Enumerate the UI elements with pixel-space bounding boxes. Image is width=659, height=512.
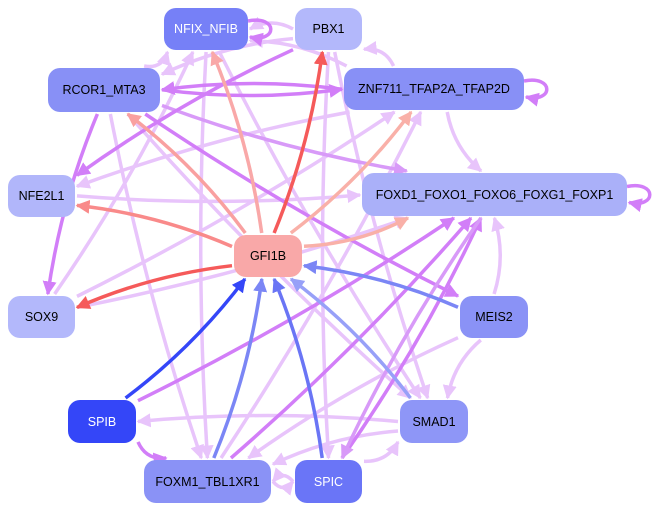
edge-PBX1-to-NFE2L1 <box>75 48 294 177</box>
edge-FOXM1_TBL1XR1-to-SPIC <box>271 480 295 496</box>
edge-SPIC-to-SMAD1 <box>363 440 400 464</box>
node-gfi1b[interactable]: GFI1B <box>234 235 302 277</box>
edge-SPIB-to-FOXD1_FOXO1_FOXO6_FOXG1_FOXP1 <box>137 216 456 403</box>
node-label: SPIB <box>87 414 117 429</box>
node-label: MEIS2 <box>475 310 513 324</box>
edge-ZNF711_TFAP2A_TFAP2D-to-PBX1 <box>362 41 396 67</box>
edge-SPIB-to-GFI1B <box>124 277 247 400</box>
node-label: FOXD1_FOXO1_FOXO6_FOXG1_FOXP1 <box>375 187 614 202</box>
edge-GFI1B-to-NFE2L1 <box>75 199 233 249</box>
node-znf711_tfap2a_tfap2d[interactable]: ZNF711_TFAP2A_TFAP2D <box>344 68 524 110</box>
edge-PBX1-to-RCOR1_MTA3 <box>160 36 294 76</box>
node-rcor1_mta3[interactable]: RCOR1_MTA3 <box>48 68 160 112</box>
edge-SPIC-to-FOXM1_TBL1XR1 <box>271 467 295 483</box>
node-spic[interactable]: SPIC <box>295 460 362 503</box>
node-smad1[interactable]: SMAD1 <box>400 400 468 443</box>
node-label: NFE2L1 <box>18 189 65 203</box>
edge-SPIB-to-FOXM1_TBL1XR1 <box>136 441 168 467</box>
edge-RCOR1_MTA3-to-MEIS2 <box>144 112 460 298</box>
node-label: FOXM1_TBL1XR1 <box>155 474 260 489</box>
edge-GFI1B-to-RCOR1_MTA3 <box>126 112 247 235</box>
edge-RCOR1_MTA3-to-NFIX_NFIB <box>143 50 171 69</box>
self-loop-FOXD1_FOXO1_FOXO6_FOXG1_FOXP1 <box>626 183 652 212</box>
edge-GFI1B-to-SOX9 <box>75 263 233 310</box>
edge-RCOR1_MTA3-to-FOXM1_TBL1XR1 <box>108 113 204 460</box>
node-label: SPIC <box>313 474 344 489</box>
node-spib[interactable]: SPIB <box>68 400 136 443</box>
edge-GFI1B-to-PBX1 <box>272 50 328 234</box>
node-foxd1_foxo1_foxo6_foxg1_foxp1[interactable]: FOXD1_FOXO1_FOXO6_FOXG1_FOXP1 <box>362 173 627 216</box>
self-loop-NFIX_NFIB <box>247 18 273 47</box>
edge-SOX9-to-NFIX_NFIB <box>53 50 195 295</box>
edge-MEIS2-to-FOXM1_TBL1XR1 <box>247 336 459 460</box>
edge-ZNF711_TFAP2A_TFAP2D-to-RCOR1_MTA3 <box>160 81 343 96</box>
edge-PBX1-to-SPIC <box>320 51 335 460</box>
node-label: PBX1 <box>312 22 345 36</box>
node-label: SMAD1 <box>412 414 456 429</box>
edge-FOXM1_TBL1XR1-to-GFI1B <box>212 277 268 459</box>
edge-SOX9-to-ZNF711_TFAP2A_TFAP2D <box>76 110 396 298</box>
edge-FOXM1_TBL1XR1-to-ZNF711_TFAP2A_TFAP2D <box>219 110 423 459</box>
edge-GFI1B-to-ZNF711_TFAP2A_TFAP2D <box>289 110 413 235</box>
node-label: SOX9 <box>24 310 59 324</box>
node-meis2[interactable]: MEIS2 <box>460 296 528 338</box>
edge-SPIC-to-FOXD1_FOXO1_FOXO6_FOXG1_FOXP1 <box>340 216 483 460</box>
node-label: GFI1B <box>249 249 287 263</box>
edge-SMAD1-to-GFI1B <box>289 277 412 400</box>
edge-ZNF711_TFAP2A_TFAP2D-to-FOXD1_FOXO1_FOXO6_FOXG1_FOXP1 <box>445 111 483 173</box>
edge-MEIS2-to-FOXD1_FOXO1_FOXO6_FOXG1_FOXP1 <box>491 216 505 295</box>
node-sox9[interactable]: SOX9 <box>8 296 75 338</box>
node-pbx1[interactable]: PBX1 <box>295 8 362 50</box>
edge-RCOR1_MTA3-to-FOXD1_FOXO1_FOXO6_FOXG1_FOXP1 <box>161 103 409 176</box>
node-nfix_nfib[interactable]: NFIX_NFIB <box>164 8 248 50</box>
edge-FOXD1_FOXO1_FOXO6_FOXG1_FOXP1-to-SPIC <box>340 216 483 460</box>
edge-MEIS2-to-SMAD1 <box>442 338 482 400</box>
edge-GFI1B-to-FOXD1_FOXO1_FOXO6_FOXG1_FOXP1 <box>303 216 410 248</box>
node-label: ZNF711_TFAP2A_TFAP2D <box>358 82 510 96</box>
edge-FOXM1_TBL1XR1-to-FOXD1_FOXO1_FOXO6_FOXG1_FOXP1 <box>229 216 473 460</box>
edge-RCOR1_MTA3-to-ZNF711_TFAP2A_TFAP2D <box>161 84 344 98</box>
edge-MEIS2-to-GFI1B <box>302 260 459 309</box>
edge-PBX1-to-NFIX_NFIB <box>248 16 294 31</box>
edge-SMAD1-to-FOXM1_TBL1XR1 <box>271 429 399 466</box>
edge-GFI1B-to-NFIX_NFIB <box>210 50 264 234</box>
edge-ZNF711_TFAP2A_TFAP2D-to-NFE2L1 <box>75 110 350 189</box>
node-label: NFIX_NFIB <box>174 22 238 36</box>
edge-SMAD1-to-SPIB <box>136 413 399 428</box>
node-label: RCOR1_MTA3 <box>62 83 146 97</box>
edge-NFIX_NFIB-to-SMAD1 <box>217 51 422 400</box>
node-foxm1_tbl1xr1[interactable]: FOXM1_TBL1XR1 <box>144 460 271 503</box>
node-nfe2l1[interactable]: NFE2L1 <box>8 175 75 217</box>
edge-NFIX_NFIB-to-FOXM1_TBL1XR1 <box>198 51 214 460</box>
self-loop-ZNF711_TFAP2A_TFAP2D <box>523 78 549 107</box>
edge-SPIC-to-GFI1B <box>272 277 324 459</box>
